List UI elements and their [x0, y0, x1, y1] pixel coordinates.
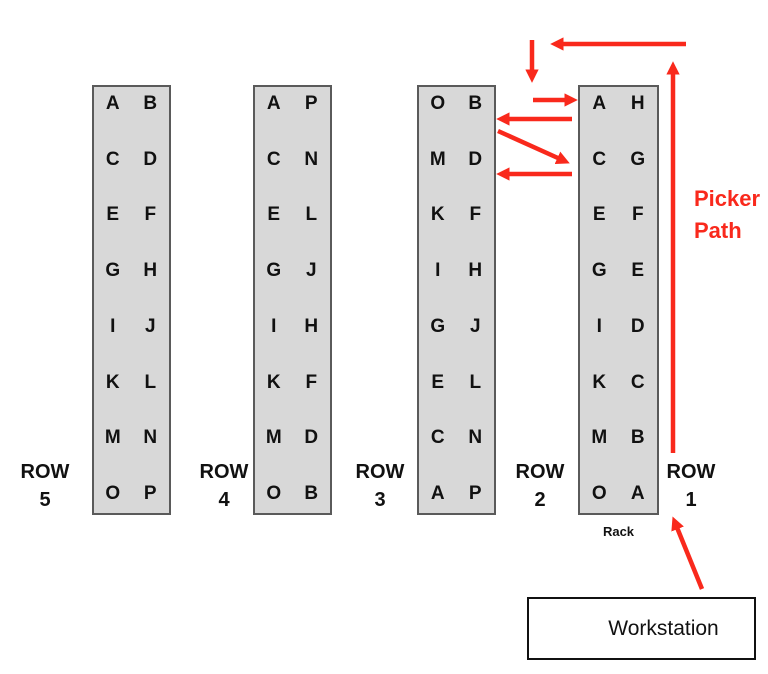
bin-letter-m: M — [429, 148, 446, 170]
bin-letter-a: A — [592, 93, 607, 114]
bin-letter-g: G — [266, 260, 282, 282]
row-label-word: ROW — [199, 461, 249, 483]
bin-letter-e: E — [631, 260, 645, 282]
bin-letter-a: A — [105, 93, 120, 114]
bin-letter-o: O — [430, 93, 446, 114]
bin-letter-j: J — [469, 315, 481, 337]
rack-caption: Rack — [602, 524, 635, 539]
bin-letter-k: K — [592, 371, 607, 393]
bin-letter-o: O — [591, 482, 607, 504]
row-label-word: ROW — [666, 461, 716, 483]
bin-letter-h: H — [143, 260, 158, 282]
bin-letter-k: K — [430, 204, 445, 226]
picker-path-to-slot-c-arrow — [497, 128, 570, 164]
rack-row4: A C E G I K M O P N L J H F D B — [253, 85, 332, 515]
rack-row5-left-column: A C E G I K M O — [94, 87, 132, 513]
row-label-number: 2 — [534, 489, 546, 511]
bin-letter-e: E — [431, 371, 445, 393]
bin-letter-g: G — [630, 148, 646, 170]
row-label-5: ROW 5 — [9, 458, 81, 514]
bin-letter-i: I — [110, 315, 116, 337]
bin-letter-b: B — [143, 93, 158, 114]
bin-letter-n: N — [468, 427, 483, 449]
bin-letter-b: B — [304, 482, 319, 504]
bin-letter-d: D — [630, 315, 645, 337]
workstation-label: Workstation — [608, 616, 719, 640]
row-label-number: 1 — [685, 489, 697, 511]
bin-letter-i: I — [271, 315, 277, 337]
bin-letter-j: J — [305, 260, 317, 282]
picker-path-label-line1: Picker — [694, 186, 761, 211]
row-label-4: ROW 4 — [188, 458, 260, 514]
bin-letter-g: G — [105, 260, 121, 282]
picker-path-label: Picker Path — [694, 183, 768, 247]
bin-letter-p: P — [468, 482, 482, 504]
rack-row5-right-column: B D F H J L N P — [132, 87, 170, 513]
bin-letter-c: C — [592, 148, 607, 170]
bin-letter-h: H — [304, 315, 319, 337]
rack-row4-left-column: A C E G I K M O — [255, 87, 293, 513]
bin-letter-l: L — [305, 204, 318, 226]
bin-letter-m: M — [265, 427, 282, 449]
bin-letter-d: D — [468, 148, 483, 170]
bin-letter-e: E — [267, 204, 281, 226]
bin-letter-a: A — [430, 482, 445, 504]
bin-letter-d: D — [143, 148, 158, 170]
picker-path-label-line2: Path — [694, 218, 742, 243]
workstation-to-rack-arrow — [671, 516, 705, 590]
bin-letter-i: I — [435, 260, 441, 282]
bin-letter-b: B — [468, 93, 483, 114]
row-label-2: ROW 2 — [504, 458, 576, 514]
bin-letter-p: P — [143, 482, 157, 504]
row-label-3: ROW 3 — [344, 458, 416, 514]
workstation-box: Workstation — [527, 597, 756, 660]
bin-letter-o: O — [266, 482, 282, 504]
bin-letter-k: K — [105, 371, 120, 393]
bin-letter-b: B — [630, 427, 645, 449]
rack-row4-right-column: P N L J H F D B — [293, 87, 331, 513]
rack-row3-left-column: O M K I G E C A — [419, 87, 457, 513]
bin-letter-a: A — [266, 93, 281, 114]
bin-letter-f: F — [469, 204, 482, 226]
bin-letter-n: N — [304, 148, 319, 170]
bin-letter-h: H — [630, 93, 645, 114]
bin-letter-f: F — [305, 371, 318, 393]
row-label-number: 4 — [218, 489, 230, 511]
rack-row1: A C E G I K M O H G F E D C B A — [578, 85, 659, 515]
bin-letter-g: G — [430, 315, 446, 337]
bin-letter-k: K — [266, 371, 281, 393]
bin-letter-d: D — [304, 427, 319, 449]
bin-letter-h: H — [468, 260, 483, 282]
bin-letter-e: E — [592, 204, 606, 226]
bin-letter-c: C — [430, 427, 445, 449]
row-label-1: ROW 1 — [655, 458, 727, 514]
rack-row1-left-column: A C E G I K M O — [580, 87, 619, 513]
row-label-word: ROW — [515, 461, 565, 483]
bin-letter-c: C — [266, 148, 281, 170]
bin-letter-n: N — [143, 427, 158, 449]
bin-letter-m: M — [591, 427, 608, 449]
rack-row3-right-column: B D F H J L N P — [457, 87, 495, 513]
bin-letter-p: P — [304, 93, 318, 114]
bin-letter-g: G — [591, 260, 607, 282]
rack-row1-right-column: H G F E D C B A — [619, 87, 658, 513]
bin-letter-c: C — [105, 148, 120, 170]
rack-row3: O M K I G E C A B D F H J L N P — [417, 85, 496, 515]
bin-letter-j: J — [144, 315, 156, 337]
bin-letter-l: L — [144, 371, 157, 393]
row-label-number: 5 — [39, 489, 51, 511]
bin-letter-o: O — [105, 482, 121, 504]
row-label-word: ROW — [20, 461, 70, 483]
row-label-word: ROW — [355, 461, 405, 483]
bin-letter-i: I — [596, 315, 602, 337]
rack-row5: A C E G I K M O B D F H J L N P — [92, 85, 171, 515]
bin-letter-c: C — [630, 371, 645, 393]
bin-letter-a: A — [630, 482, 645, 504]
row-label-number: 3 — [374, 489, 386, 511]
bin-letter-m: M — [104, 427, 121, 449]
bin-letter-e: E — [106, 204, 120, 226]
bin-letter-f: F — [631, 204, 644, 226]
bin-letter-l: L — [469, 371, 482, 393]
bin-letter-f: F — [144, 204, 157, 226]
